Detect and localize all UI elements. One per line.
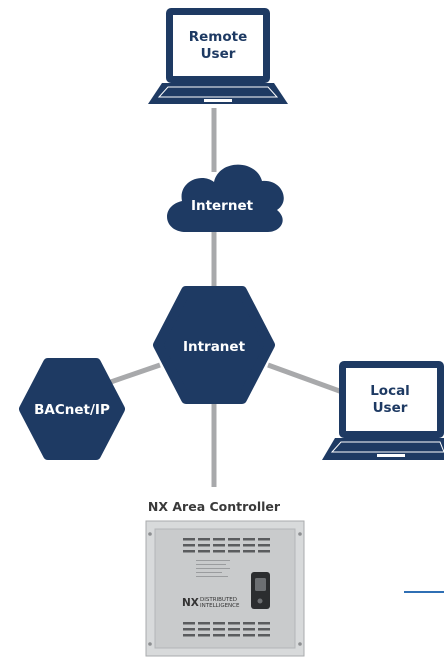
bottom-vents [183,622,270,637]
mount-hole [148,642,152,646]
panel-fine-print [196,560,230,577]
laptop-screen [173,15,263,76]
hexagon-icon [153,286,275,404]
mount-hole [298,642,302,646]
laptop-keyboard [157,86,279,98]
internet-label: Internet [191,198,254,214]
controller-brand: NX [182,597,199,609]
intranet-node[interactable]: Intranet [153,286,275,404]
laptop-trackpad [204,99,232,102]
remote-user-label-line1: Remote [189,29,248,45]
controller-brand-line1: DISTRIBUTED [200,597,237,603]
remote-user-label-line2: User [201,46,236,62]
bacnet-label: BACnet/IP [34,402,110,418]
laptop-trackpad [377,454,405,457]
local-user-laptop[interactable]: Local User [322,361,444,460]
mount-hole [148,532,152,536]
laptop-base [322,438,444,460]
connector-intranet-bacnet [101,362,161,388]
intranet-label: Intranet [183,339,246,355]
connector-intranet-local [267,362,346,396]
bacnet-node[interactable]: BACnet/IP [19,358,125,460]
mount-hole [298,532,302,536]
controller-title: NX Area Controller [148,499,281,514]
local-user-label-line1: Local [370,383,410,399]
controller-display-window [255,578,266,591]
controller-node[interactable]: NX Area Controller NX DISTRIBUTED INTELL… [145,499,305,657]
hexagon-icon [19,358,125,460]
connectors [101,108,346,487]
controller-brand-line2: INTELLIGENCE [200,603,240,609]
top-vents [183,538,270,553]
remote-user-laptop[interactable]: Remote User [148,8,288,104]
internet-node[interactable]: Internet [167,164,284,232]
laptop-keyboard [330,441,444,453]
controller-status-led [257,598,263,604]
local-user-label-line2: User [373,400,408,416]
laptop-screen [346,368,437,431]
cloud-icon [167,164,284,232]
laptop-base [148,83,288,104]
